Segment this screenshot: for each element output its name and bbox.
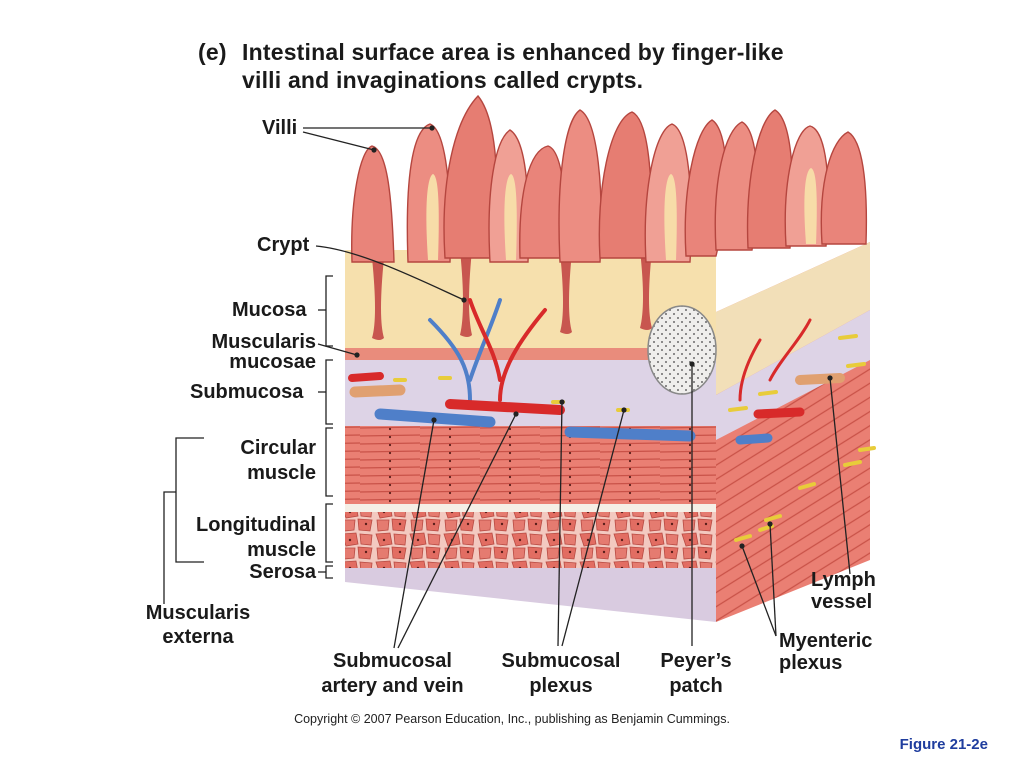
- title-line-2: villi and invaginations called crypts.: [242, 67, 644, 93]
- label-myenteric-plexus-2: plexus: [779, 652, 843, 674]
- label-lymph-vessel-2: vessel: [811, 591, 873, 613]
- longitudinal-muscle-layer: [345, 512, 716, 568]
- label-longitudinal-muscle-2: muscle: [247, 539, 316, 561]
- label-serosa: Serosa: [249, 561, 316, 583]
- label-submucosal-plexus-1: Submucosal: [501, 650, 621, 672]
- mucosal-capillaries: [428, 298, 812, 402]
- side-submucosa: [716, 310, 870, 440]
- submucosal-vessels: [348, 372, 845, 445]
- figure-letter: (e): [198, 39, 227, 65]
- leader-lines: [163, 127, 851, 649]
- label-longitudinal-muscle-1: Longitudinal: [196, 514, 316, 536]
- label-submucosal-plexus-2: plexus: [529, 675, 593, 697]
- label-lymph-vessel-1: Lymph: [811, 569, 876, 591]
- label-muscularis-mucosae-2: mucosae: [229, 351, 316, 373]
- villi: [351, 94, 868, 263]
- crypts: [372, 250, 652, 340]
- label-muscularis-externa-1: Muscularis: [145, 602, 251, 624]
- villus-cores: [426, 168, 817, 260]
- label-muscularis-mucosae-1: Muscularis: [211, 331, 316, 353]
- label-submucosal-artery-vein-1: Submucosal: [333, 650, 452, 672]
- label-circular-muscle-2: muscle: [247, 462, 316, 484]
- label-peyers-patch-2: patch: [669, 675, 723, 697]
- label-submucosa: Submucosa: [190, 381, 304, 403]
- label-myenteric-plexus-1: Myenteric: [779, 630, 873, 652]
- copyright-notice: Copyright © 2007 Pearson Education, Inc.…: [294, 712, 730, 726]
- label-peyers-patch-1: Peyer’s: [660, 650, 732, 672]
- label-crypt: Crypt: [257, 234, 310, 256]
- figure-number: Figure 21-2e: [899, 736, 988, 753]
- label-mucosa: Mucosa: [232, 299, 307, 321]
- intermuscular-gap: [345, 504, 716, 512]
- label-muscularis-externa-2: externa: [162, 626, 234, 648]
- title-line-1: Intestinal surface area is enhanced by f…: [242, 39, 784, 65]
- label-submucosal-artery-vein-2: artery and vein: [321, 675, 464, 697]
- label-villi: Villi: [262, 117, 298, 139]
- leader-endpoints: [354, 125, 833, 549]
- serosa-layer: [345, 568, 716, 622]
- peyers-patch: [647, 305, 717, 395]
- muscularis-mucosae-layer: [345, 348, 716, 360]
- side-mucosa: [716, 242, 870, 395]
- label-circular-muscle-1: Circular: [240, 437, 316, 459]
